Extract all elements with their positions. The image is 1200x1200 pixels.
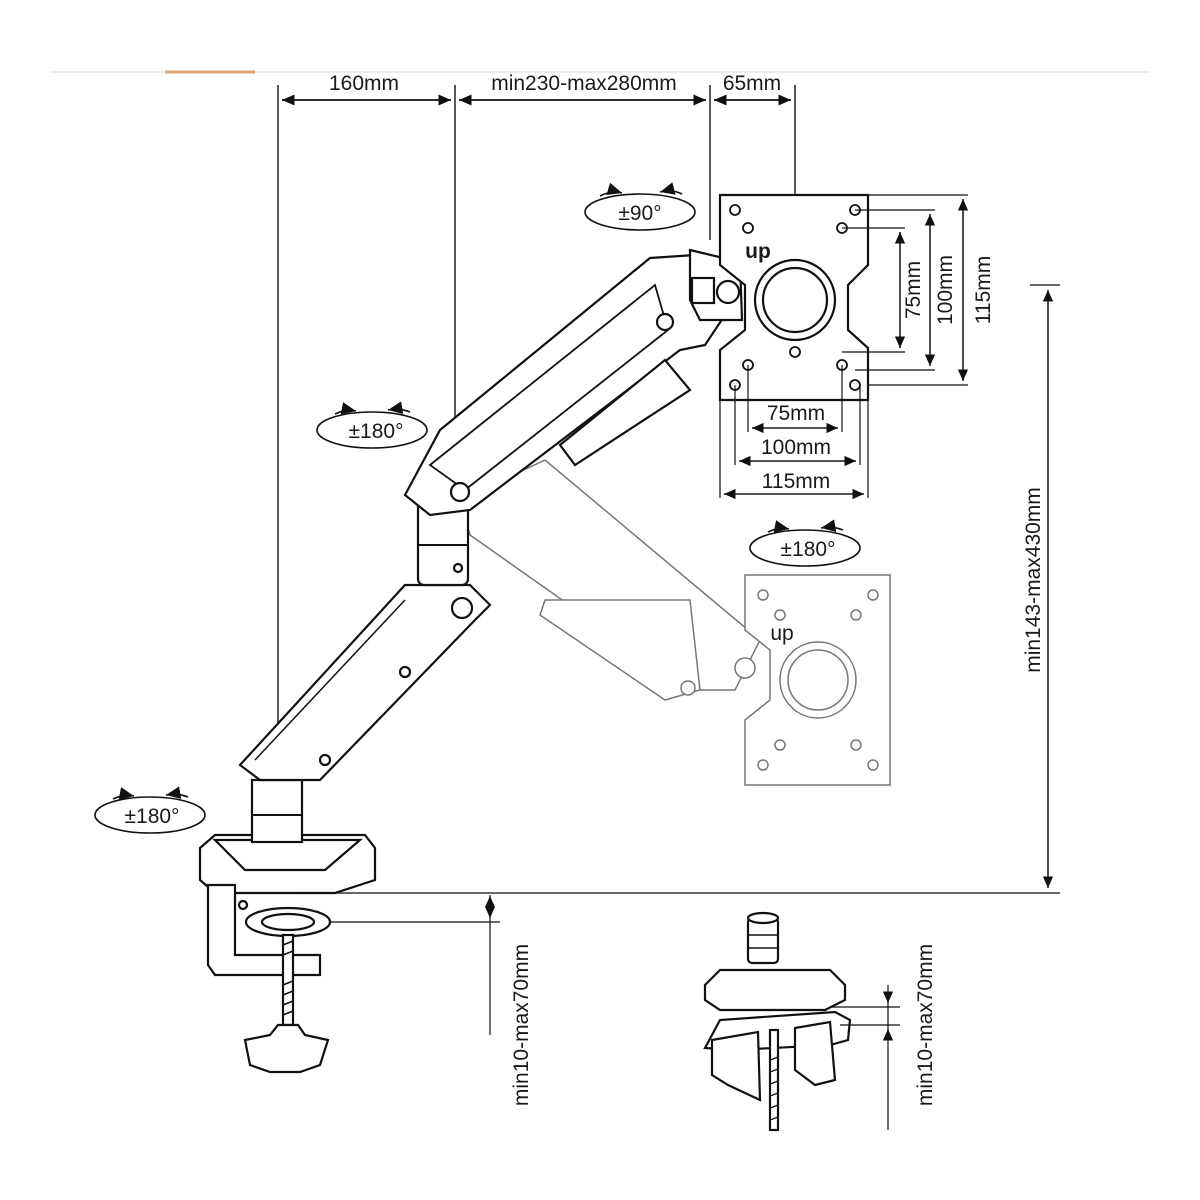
arm-post [250, 778, 304, 844]
c-clamp-screw [237, 899, 249, 911]
grommet-base [703, 968, 847, 1012]
grommet-post-top [746, 911, 780, 925]
rotation-base-label: ±180° [125, 805, 180, 828]
grommet-threads [769, 1056, 779, 1121]
ghost-gas-spring [539, 599, 701, 701]
ghost-arm: up [459, 459, 891, 786]
dim-vesa-v100-label: 100mm [934, 255, 957, 325]
dim-clamp-range-label: min10-max70mm [510, 944, 533, 1106]
grommet-rod [768, 1028, 780, 1132]
lower-arm-edge [254, 599, 406, 761]
plate-up-label: up [745, 240, 771, 263]
grommet-post [746, 916, 780, 965]
lower-arm-screw [398, 665, 412, 679]
grommet-bracket-right [793, 1020, 837, 1087]
dim-vesa-h75-label: 75mm [767, 402, 825, 425]
ghost-pivot [680, 680, 696, 696]
rotation-swivel-label: ±180° [781, 538, 836, 561]
height-dim: min143-max430mm [300, 284, 1060, 894]
dim-plate-height-label: 115mm [972, 256, 995, 324]
dim-plate-width-label: 115mm [762, 470, 830, 493]
clamp-pad-inner [260, 912, 316, 932]
grommet-mount: min10-max70mm [703, 911, 937, 1132]
c-clamp-body [206, 883, 322, 977]
top-dimension-group: 160mm min230-max280mm 65mm [277, 72, 796, 760]
ghost-screw-holes [757, 589, 879, 771]
vesa-plate-hole-inner [761, 266, 829, 334]
main-arm [198, 248, 744, 895]
lower-arm [238, 583, 492, 782]
grommet-bracket-left [710, 1030, 762, 1102]
rotation-elbow-label: ±180° [349, 420, 404, 443]
vesa-horizontal-dims: 75mm 100mm 115mm [719, 365, 869, 500]
dim-plate-offset-label: 65mm [723, 72, 781, 95]
rotation-badge-elbow: ±180° [316, 401, 428, 449]
lower-arm-joint [450, 596, 474, 620]
vesa-plate: up [718, 193, 870, 402]
dim-vesa-v75-label: 75mm [902, 261, 925, 319]
tilt-knob [715, 279, 741, 305]
lower-arm-screw [318, 753, 332, 767]
upper-arm-joint [655, 312, 675, 332]
dim-grommet-range-label: min10-max70mm [914, 944, 937, 1106]
gas-spring [558, 358, 692, 467]
ghost-up-label: up [770, 622, 793, 645]
rotation-badge-base: ±180° [94, 786, 206, 834]
dim-arm-length-label: min230-max280mm [491, 72, 677, 95]
rotation-tilt-label: ±90° [618, 202, 661, 225]
ghost-plate-hole [787, 649, 849, 711]
rotation-badge-swivel: ±180° [749, 519, 861, 567]
ghost-pivot [734, 657, 756, 679]
dim-height-range-label: min143-max430mm [1022, 487, 1045, 673]
clamp-screw-threads [282, 940, 294, 1016]
clamp-knob [243, 1023, 330, 1074]
clamp-base-top [212, 838, 363, 872]
rotation-badge-tilt: ±90° [584, 182, 696, 231]
dim-vesa-h100-label: 100mm [761, 436, 831, 459]
c-clamp: min10-max70mm [206, 883, 533, 1106]
vesa-vertical-dims: 75mm 100mm 115mm [842, 194, 995, 386]
tilt-bracket [690, 276, 716, 305]
elbow-screw [452, 562, 464, 574]
upper-arm-joint [449, 481, 471, 503]
dim-base-offset-label: 160mm [329, 72, 399, 95]
